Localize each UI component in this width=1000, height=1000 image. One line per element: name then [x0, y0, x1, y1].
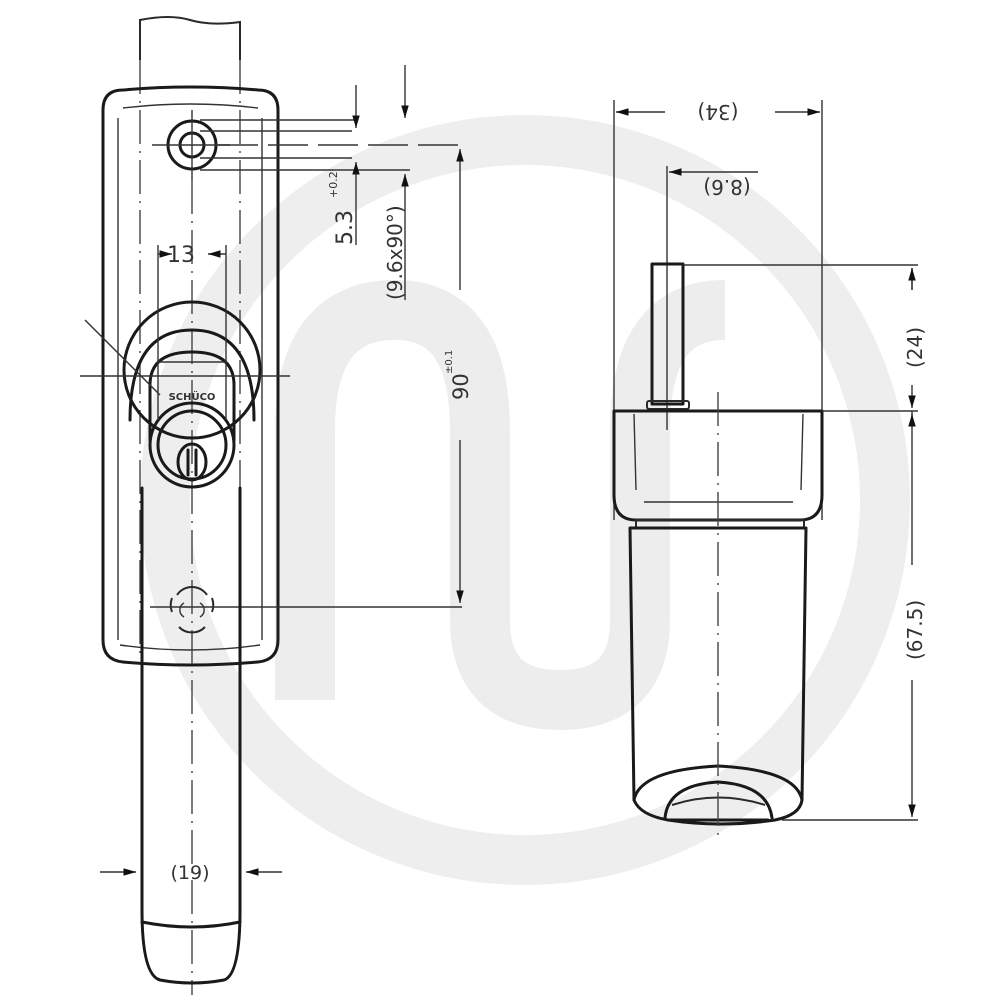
watermark-logo-icon — [140, 115, 910, 885]
brand-mark: SCHÜCO — [169, 389, 216, 403]
side-view: (34) (8.6) (24) (67.5 — [612, 100, 927, 835]
dim-overall-depth: (34) — [697, 100, 738, 124]
dim-fixing-centres: 90 — [449, 373, 473, 400]
dim-hole-offset: 5.3 — [333, 210, 358, 245]
dim-hole-offset-tol: +0.2 — [327, 171, 340, 198]
dim-fixing-centres-tol: ±0.1 — [444, 350, 455, 374]
front-view: SCHÜCO 13 (19) 5.3 +0.2 (9.6x90°) — [80, 16, 473, 995]
dim-handle-width: (19) — [170, 862, 209, 884]
dim-spindle-offset: (8.6) — [703, 175, 750, 199]
dim-spindle-length: (24) — [903, 327, 927, 368]
dim-body-height: (67.5) — [903, 600, 927, 660]
dim-countersink: (9.6x90°) — [383, 205, 407, 300]
lower-fixing-mark-icon — [169, 586, 215, 634]
dim-key-width: 13 — [167, 243, 195, 268]
